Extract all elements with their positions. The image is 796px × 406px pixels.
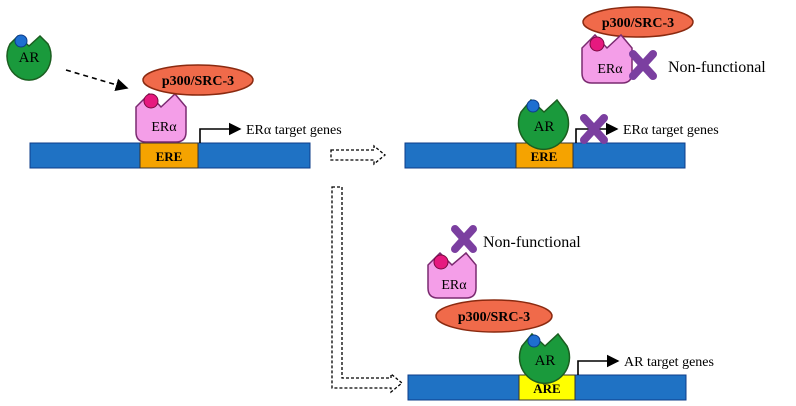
ar-receptor: AR bbox=[518, 332, 571, 384]
dashed-arrow-icon bbox=[65, 69, 129, 91]
cross-icon bbox=[451, 225, 477, 253]
are-label: ARE bbox=[533, 381, 560, 396]
coactivator-ellipse bbox=[435, 299, 553, 333]
ere-label: ERE bbox=[531, 149, 558, 164]
ar-label: AR bbox=[534, 119, 555, 135]
panel-ar-on-are: Non-functional ERα p300/SRC-3 ARE AR AR … bbox=[407, 225, 714, 401]
estrogen-ligand bbox=[433, 254, 449, 270]
dashed-arrow-icon bbox=[330, 144, 387, 166]
era-receptor: ERα bbox=[581, 33, 633, 84]
ere-box bbox=[139, 142, 199, 169]
cross-icon bbox=[629, 50, 657, 80]
cross-icon bbox=[580, 114, 608, 144]
era-receptor: ERα bbox=[427, 251, 477, 299]
androgen-ligand bbox=[527, 334, 541, 348]
estrogen-ligand bbox=[143, 93, 159, 109]
androgen-ligand bbox=[526, 99, 540, 113]
transition-arrows bbox=[330, 144, 404, 394]
era-target-genes-label: ERα target genes bbox=[623, 123, 719, 138]
ar-receptor: AR bbox=[517, 98, 570, 150]
era-target-genes-label: ERα target genes bbox=[246, 123, 342, 138]
era-label: ERα bbox=[597, 62, 623, 77]
panel-initial-state: AR ERE ERα p300/SRC-3 ERα target genes bbox=[6, 34, 342, 169]
dashed-arrow-icon bbox=[331, 186, 404, 394]
arrow-right-icon bbox=[199, 122, 242, 143]
era-receptor: ERα bbox=[135, 92, 187, 143]
panel-ar-on-ere: p300/SRC-3 ERα Non-functional ERE AR bbox=[404, 6, 766, 169]
estrogen-ligand bbox=[589, 36, 605, 52]
coactivator-label: p300/SRC-3 bbox=[602, 16, 674, 31]
ere-label: ERE bbox=[156, 149, 183, 164]
free-ar-receptor: AR bbox=[6, 34, 52, 81]
non-functional-label: Non-functional bbox=[668, 59, 766, 76]
era-label: ERα bbox=[441, 278, 467, 293]
era-label: ERα bbox=[151, 120, 177, 135]
arrow-right-icon bbox=[575, 122, 619, 143]
coactivator-label: p300/SRC-3 bbox=[162, 74, 234, 89]
coactivator-label: p300/SRC-3 bbox=[458, 310, 530, 325]
coactivator-ellipse bbox=[142, 64, 254, 96]
free-ar-label: AR bbox=[19, 50, 40, 66]
androgen-ligand bbox=[14, 34, 28, 48]
non-functional-label: Non-functional bbox=[483, 234, 581, 251]
ar-target-genes-label: AR target genes bbox=[624, 355, 714, 370]
ar-label: AR bbox=[535, 353, 556, 369]
arrow-right-icon bbox=[577, 354, 620, 375]
coactivator-ellipse bbox=[582, 6, 694, 38]
